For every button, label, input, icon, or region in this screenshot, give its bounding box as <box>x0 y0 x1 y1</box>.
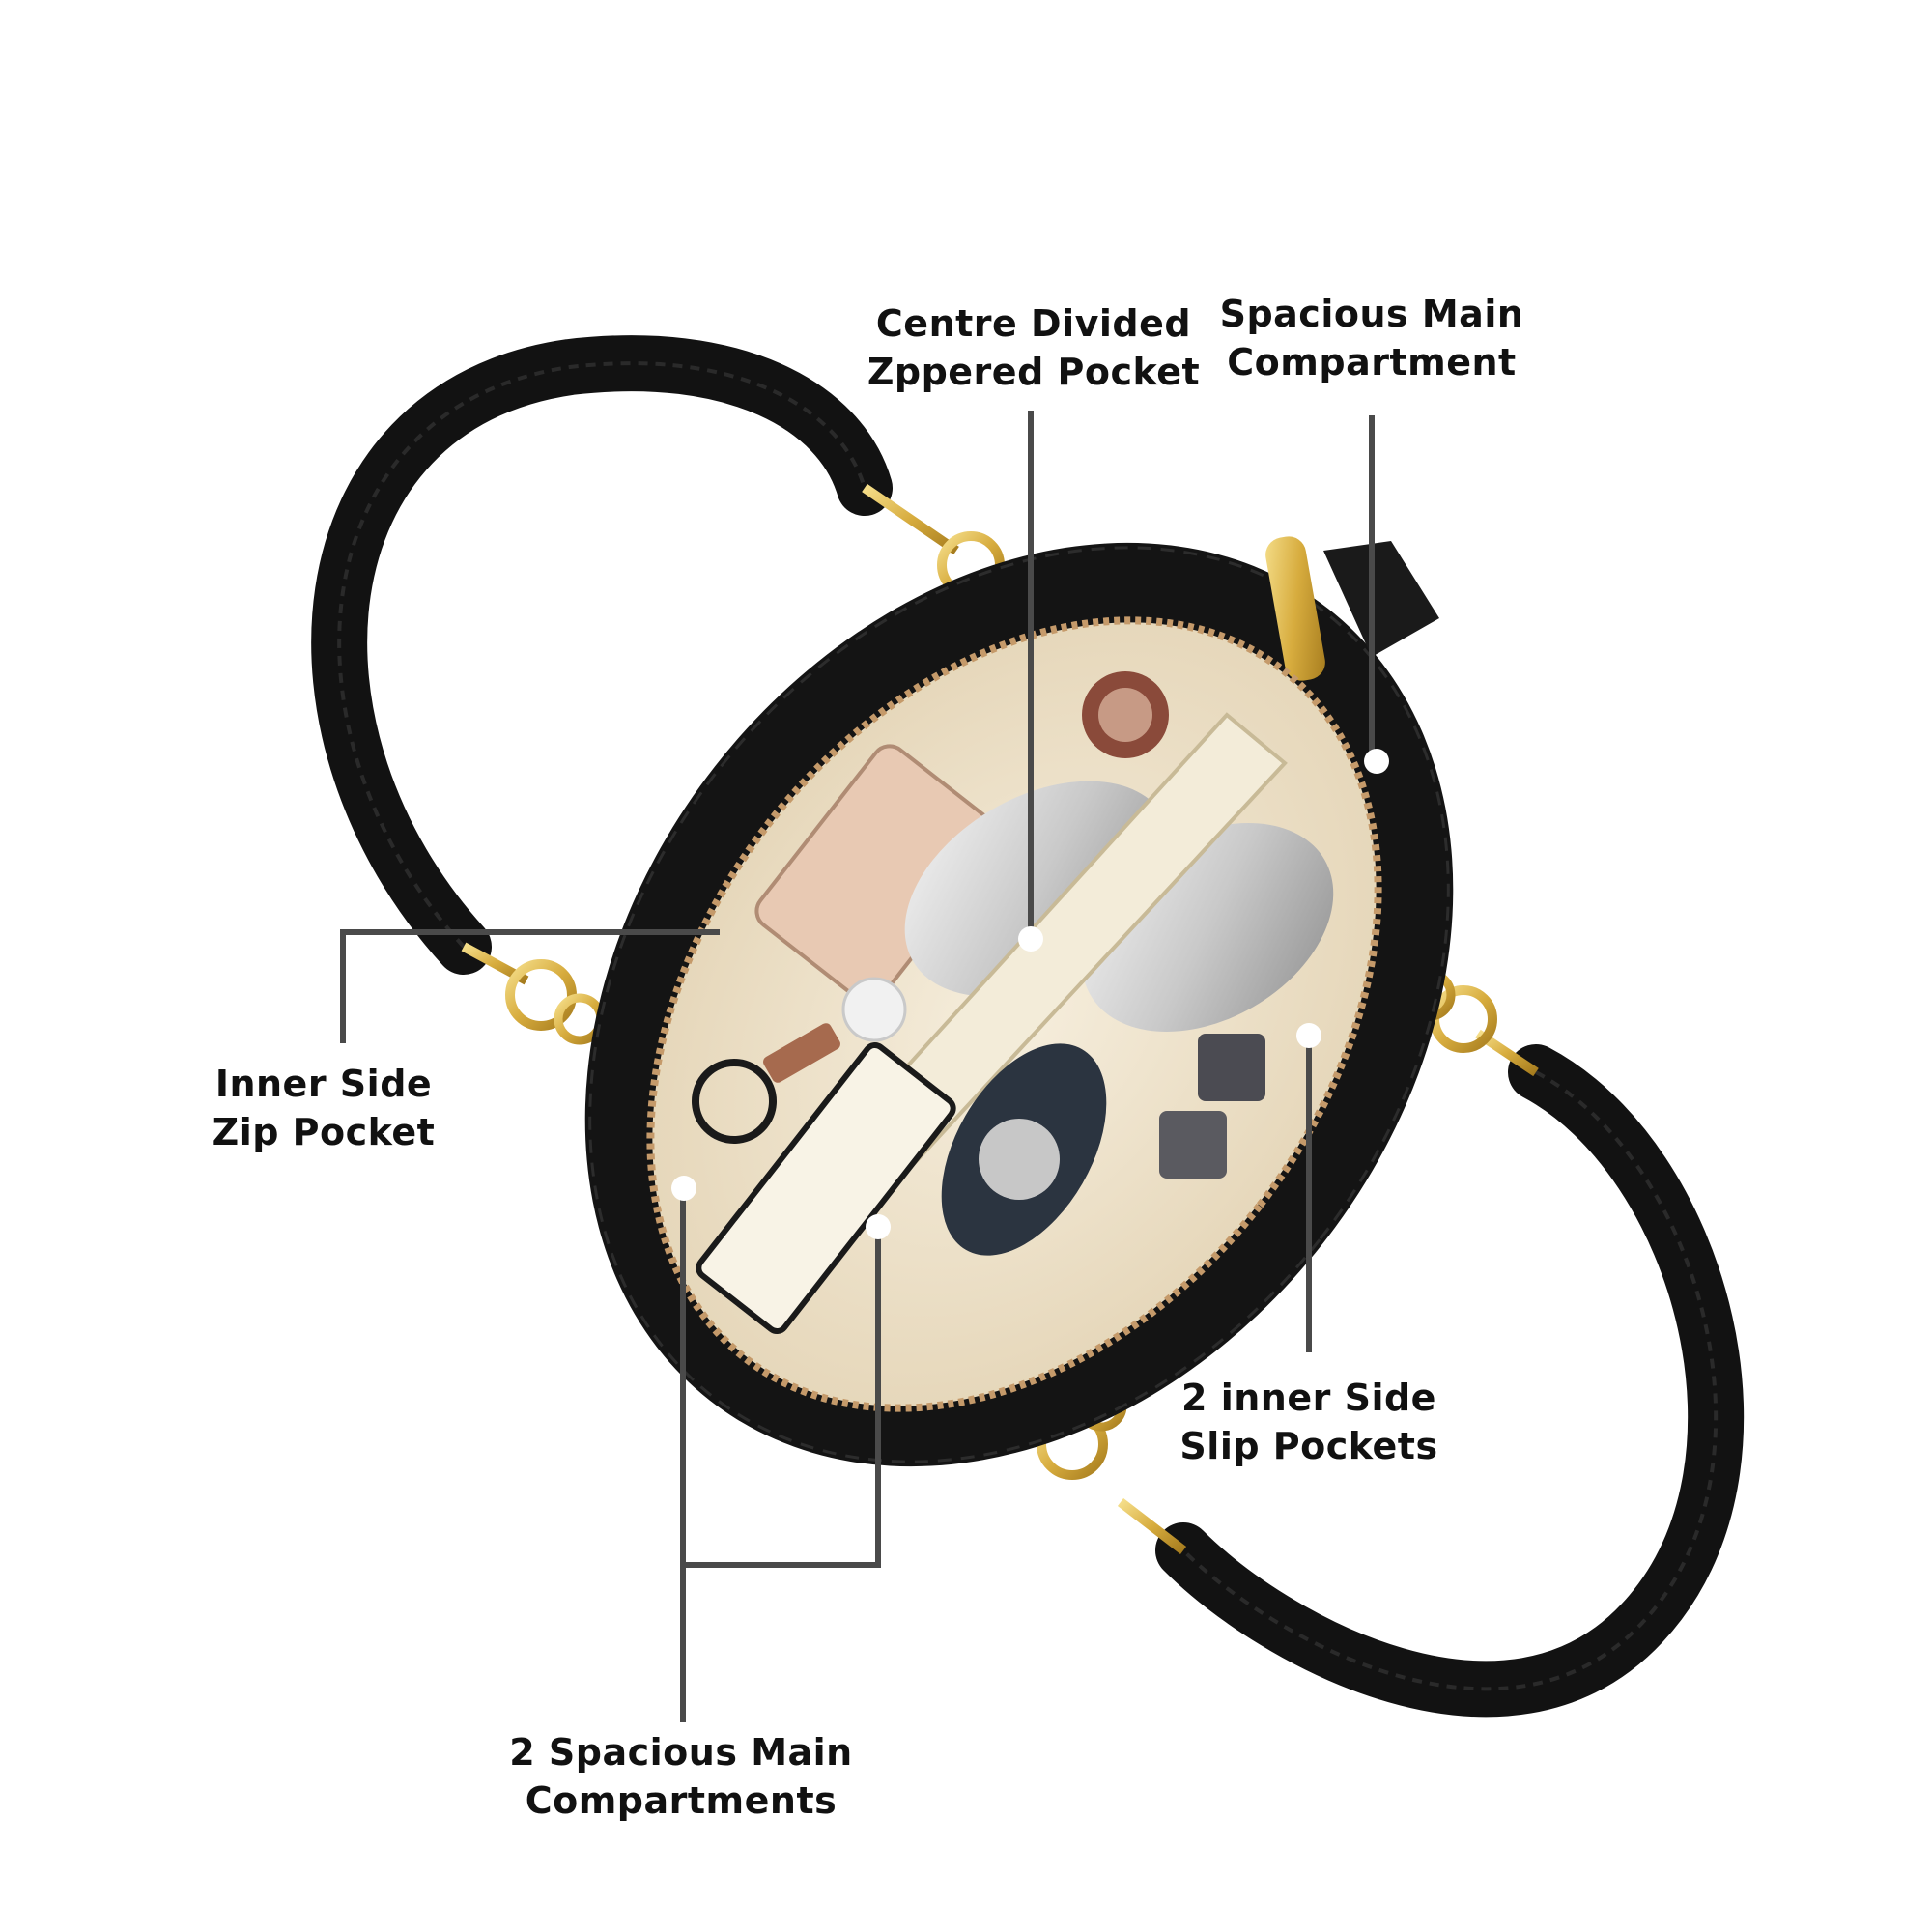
callout-line: Zppered Pocket <box>867 351 1201 393</box>
callout-inner-side-zip-pocket: Inner Side Zip Pocket <box>198 1060 449 1156</box>
leader-lines <box>340 411 1375 1722</box>
callout-line: Spacious Main <box>1219 293 1524 335</box>
callout-line: 2 Spacious Main <box>509 1731 853 1774</box>
callout-dot <box>671 1176 696 1201</box>
bag-contents <box>692 671 1334 1335</box>
callout-dot <box>1364 749 1389 774</box>
callout-line: 2 inner Side <box>1181 1377 1436 1419</box>
callout-line: Centre Divided <box>875 302 1192 345</box>
callout-dot <box>1018 926 1043 952</box>
callout-centre-divided-pocket: Centre Divided Zppered Pocket <box>850 299 1217 396</box>
callout-line: Inner Side <box>214 1063 433 1105</box>
callout-line: Compartment <box>1227 341 1517 384</box>
leader-two-right <box>680 1227 881 1722</box>
callout-dot <box>866 1214 891 1239</box>
callout-two-spacious-main-compartments: 2 Spacious Main Compartments <box>502 1728 860 1825</box>
leader-zip <box>340 929 720 1043</box>
callout-dots <box>671 749 1389 1239</box>
callout-line: Slip Pockets <box>1179 1425 1438 1467</box>
callout-spacious-main-compartment: Spacious Main Compartment <box>1212 290 1531 386</box>
callout-line: Zip Pocket <box>212 1111 436 1153</box>
callout-inner-side-slip-pockets: 2 inner Side Slip Pockets <box>1169 1374 1449 1470</box>
callout-line: Compartments <box>525 1779 838 1822</box>
callout-dot <box>1296 1023 1321 1048</box>
